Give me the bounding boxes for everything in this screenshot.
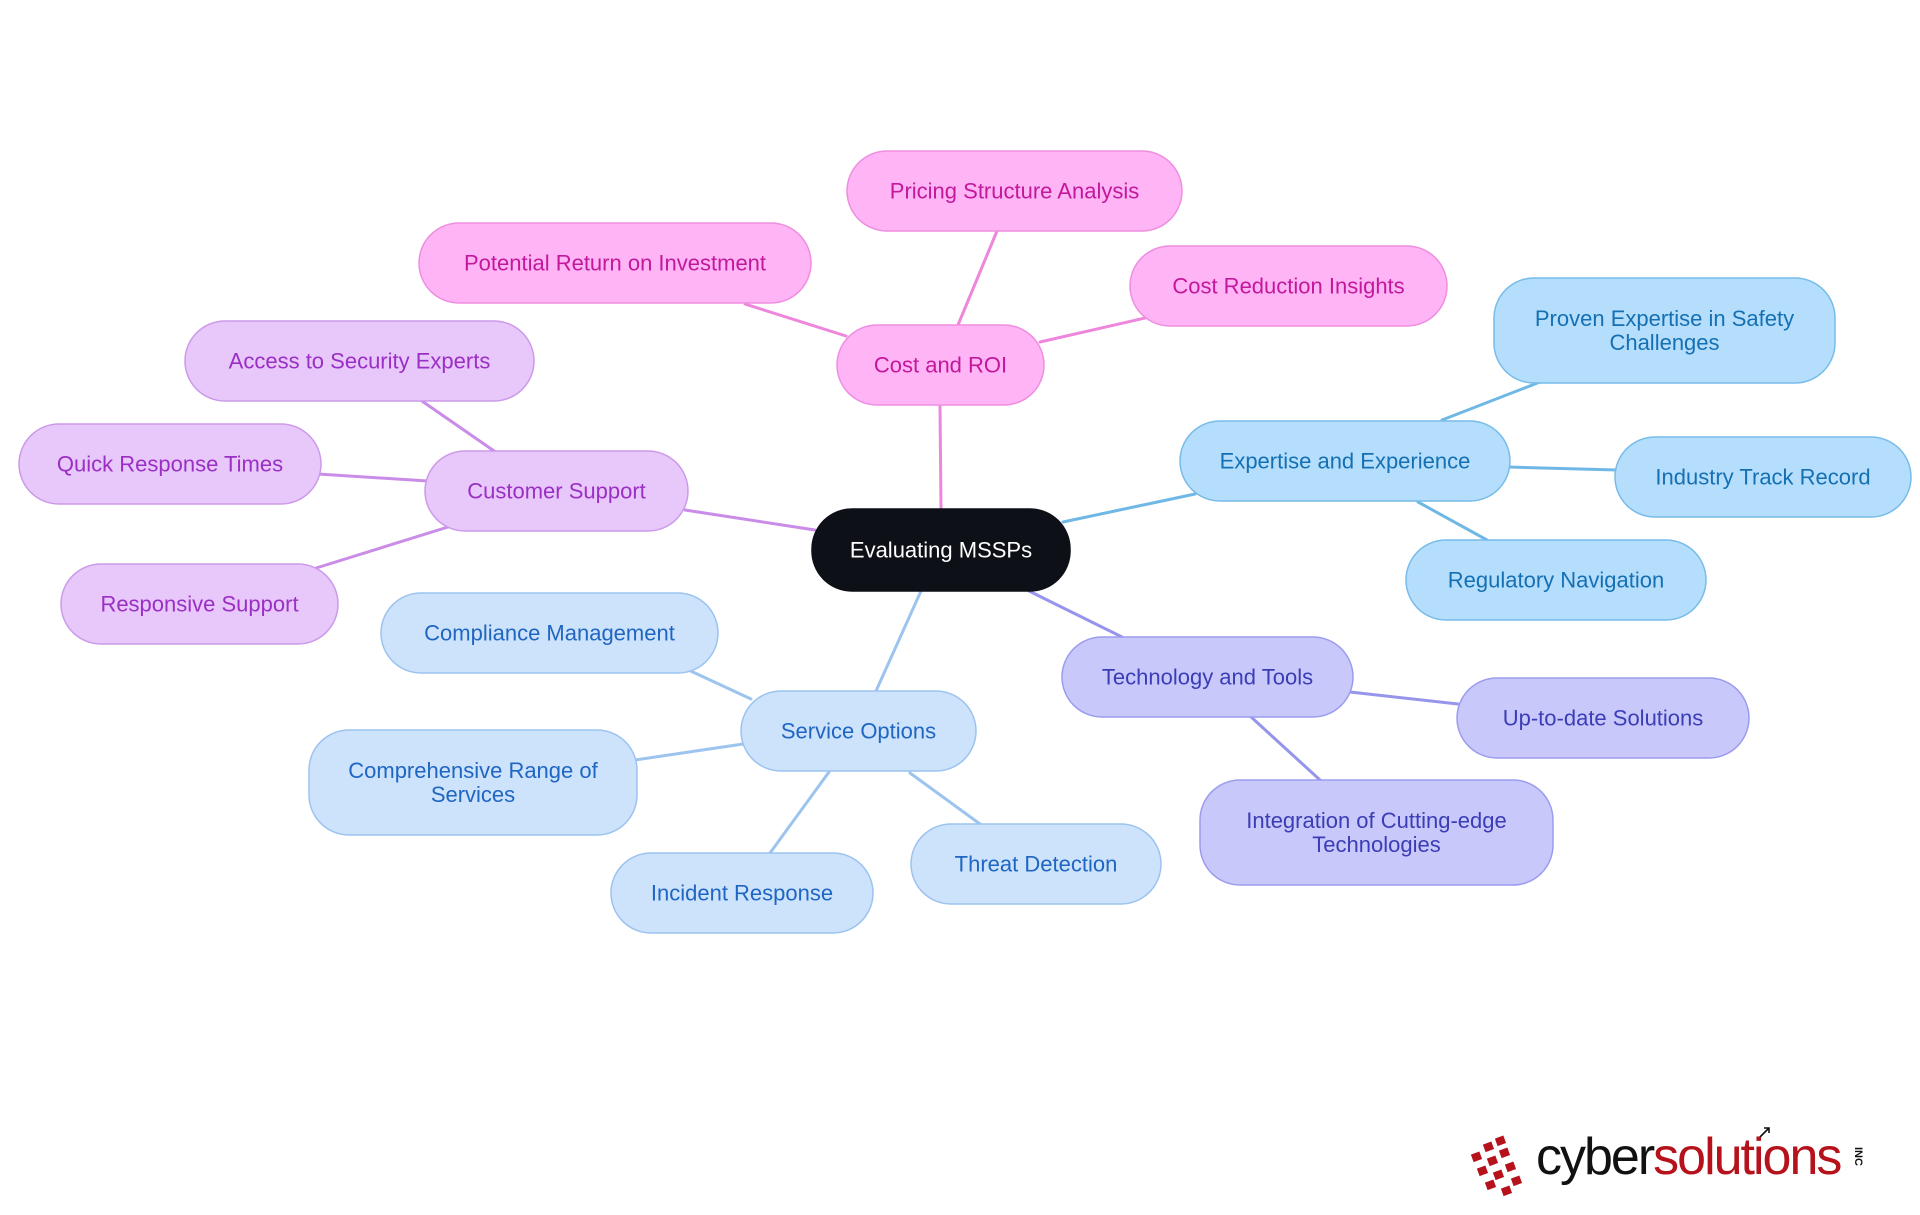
company-logo: cybersolutions INC [1466,1125,1866,1205]
node-box [1493,277,1836,384]
node-label: Compliance Management [424,621,675,646]
node-label: Quick Response Times [57,452,283,477]
node-uptodate: Up-to-date Solutions [1456,677,1750,759]
node-label: Responsive Support [100,592,298,617]
node-box [1456,677,1750,759]
logo-mark-icon [1470,1135,1523,1197]
edge-threat [908,771,982,826]
node-roi: Potential Return on Investment [418,222,812,304]
edge-range [633,742,745,762]
node-box [1061,636,1354,718]
node-label: Threat Detection [955,852,1118,877]
edge-support [683,508,817,532]
node-label: Up-to-date Solutions [1503,706,1704,731]
node-compliance: Compliance Management [380,592,719,674]
node-box [60,563,339,645]
node-label: Regulatory Navigation [1448,568,1664,593]
node-box [308,729,638,836]
node-support: Customer Support [424,450,689,532]
edge-track [1506,465,1619,472]
edge-responsive [311,525,450,571]
logo-inc-suffix: INC [1852,1147,1864,1166]
node-incident: Incident Response [610,852,874,934]
node-box [846,150,1183,232]
node-tech: Technology and Tools [1061,636,1354,718]
edge-quick [316,472,430,483]
node-box [740,690,977,772]
logo-word-cyber: cyber [1536,1128,1655,1186]
node-box [1405,539,1707,621]
node-quick: Quick Response Times [18,423,322,505]
node-responsive: Responsive Support [60,563,339,645]
edge-incident [768,770,831,855]
node-label: Cost Reduction Insights [1172,274,1404,299]
node-track: Industry Track Record [1614,436,1912,518]
node-box [811,508,1071,592]
edge-proven [1440,380,1542,422]
node-box [1129,245,1448,327]
node-box [1179,420,1511,502]
edge-expertise [1061,492,1197,524]
node-label: Customer Support [467,479,646,504]
node-box [418,222,812,304]
node-label: Expertise and Experience [1220,449,1471,474]
node-label: Challenges [1609,330,1719,355]
node-box [836,324,1045,406]
node-label: Evaluating MSSPs [850,538,1032,563]
node-label: Integration of Cutting-edge [1246,808,1507,833]
edge-integration [1248,714,1322,782]
node-label: Incident Response [651,881,833,906]
edge-tech [1027,589,1124,639]
node-box [610,852,874,934]
edge-compliance [680,665,753,701]
node-costred: Cost Reduction Insights [1129,245,1448,327]
node-label: Technologies [1312,832,1440,857]
node-box [1199,779,1554,886]
node-label: Industry Track Record [1655,465,1870,490]
edges-layer [311,229,1619,855]
root-node: Evaluating MSSPs [811,508,1071,592]
node-label: Access to Security Experts [229,349,491,374]
edge-experts [417,397,499,455]
node-box [424,450,689,532]
edge-service [874,589,923,693]
node-cost: Cost and ROI [836,324,1045,406]
node-regulatory: Regulatory Navigation [1405,539,1707,621]
node-label: Services [431,782,515,807]
edge-costred [1038,316,1147,344]
node-label: Pricing Structure Analysis [890,179,1139,204]
edge-roi [743,302,848,338]
node-box [18,423,322,505]
node-box [380,592,719,674]
nodes-layer: Evaluating MSSPs Cost and ROI Pricing Stru… [18,150,1912,934]
node-experts: Access to Security Experts [184,320,535,402]
logo-arrow-icon [1759,1127,1770,1138]
edge-pricing [956,229,999,327]
node-label: Potential Return on Investment [464,251,766,276]
logo-word-solutions: solutions [1653,1128,1842,1186]
node-label: Proven Expertise in Safety [1535,306,1794,331]
node-box [910,823,1162,905]
edge-uptodate [1348,690,1460,706]
node-label: Service Options [781,719,936,744]
node-service: Service Options [740,690,977,772]
logo-wordmark: cybersolutions [1536,1127,1842,1187]
node-box [1614,436,1912,518]
edge-cost [938,403,943,511]
node-label: Technology and Tools [1102,665,1313,690]
node-box [184,320,535,402]
node-expertise: Expertise and Experience [1179,420,1511,502]
node-label: Cost and ROI [874,353,1007,378]
node-threat: Threat Detection [910,823,1162,905]
edge-regulatory [1416,500,1489,542]
node-label: Comprehensive Range of [348,758,598,783]
node-pricing: Pricing Structure Analysis [846,150,1183,232]
